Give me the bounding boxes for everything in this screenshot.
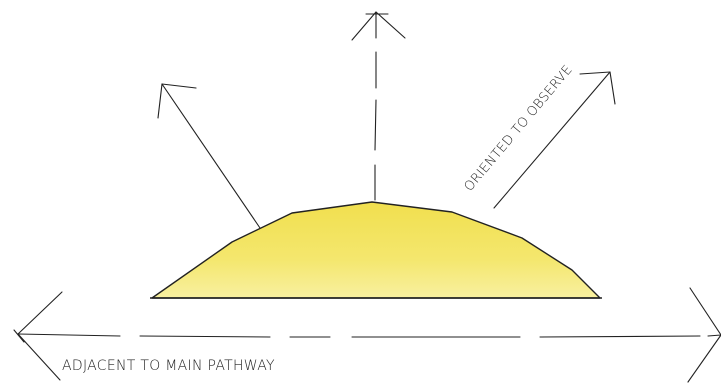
arrow-up-left [158, 84, 260, 228]
mound-shape [152, 202, 600, 298]
arrow-up [352, 12, 405, 200]
label-adjacent-to-main-pathway: ADJACENT TO MAIN PATHWAY [62, 358, 275, 374]
label-oriented-to-observe: ORIENTED TO OBSERVE [462, 63, 576, 195]
